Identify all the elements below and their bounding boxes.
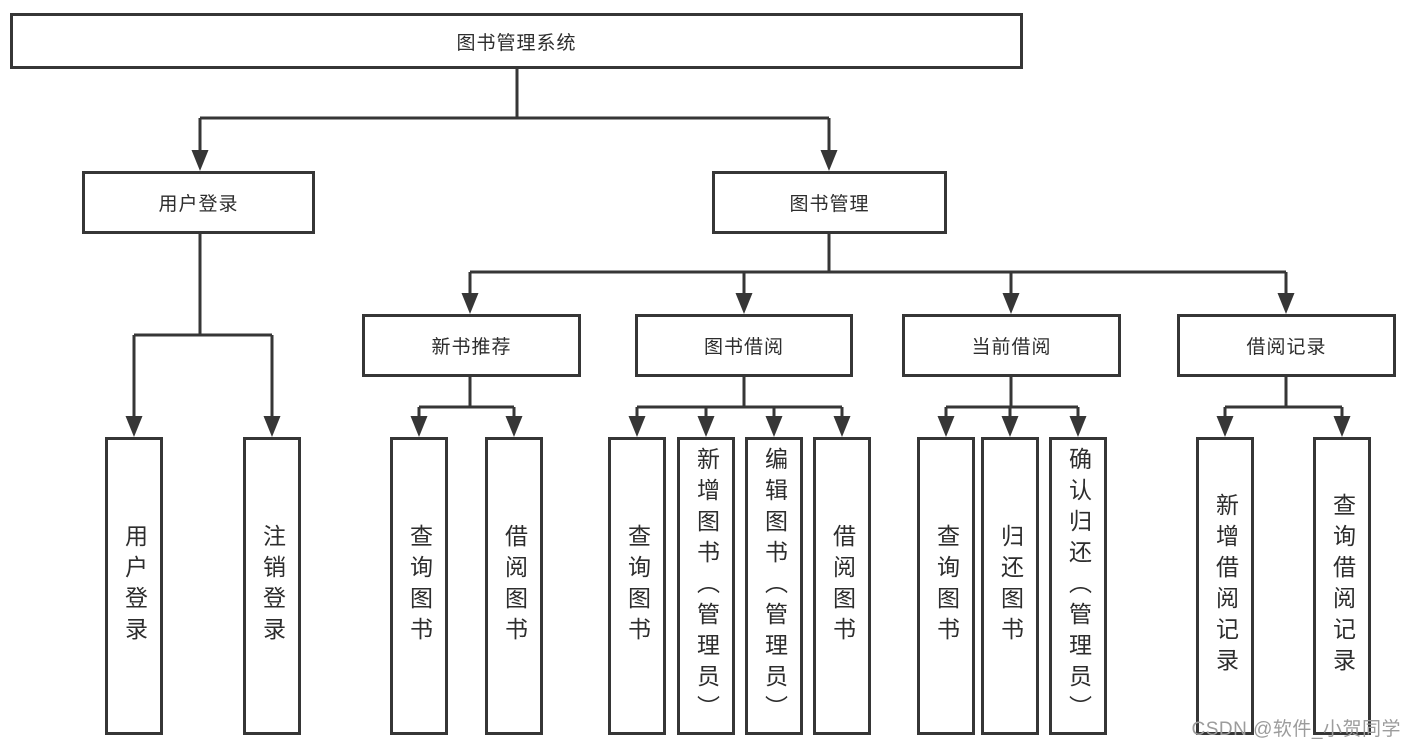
leaf-borrow-books-recommend: 借阅图书	[485, 437, 543, 735]
leaf-add-borrowing-record: 新增借阅记录	[1196, 437, 1254, 735]
node-book-management: 图书管理	[712, 171, 947, 234]
leaf-return-books: 归还图书	[981, 437, 1039, 735]
leaf-logout: 注销登录	[243, 437, 301, 735]
node-library-management-system: 图书管理系统	[10, 13, 1023, 69]
leaf-query-borrowing-record: 查询借阅记录	[1313, 437, 1371, 735]
leaf-query-books-current: 查询图书	[917, 437, 975, 735]
leaf-query-books-borrowing: 查询图书	[608, 437, 666, 735]
csdn-watermark: CSDN @软件_小贺同学	[1191, 719, 1401, 740]
leaf-borrow-books: 借阅图书	[813, 437, 871, 735]
leaf-query-books-recommend: 查询图书	[390, 437, 448, 735]
leaf-confirm-return-admin: 确认归还（管理员）	[1049, 437, 1107, 735]
leaf-edit-book-admin: 编辑图书（管理员）	[745, 437, 803, 735]
leaf-add-book-admin: 新增图书（管理员）	[677, 437, 735, 735]
node-current-borrowing: 当前借阅	[902, 314, 1121, 377]
node-book-borrowing: 图书借阅	[635, 314, 853, 377]
leaf-user-login: 用户登录	[105, 437, 163, 735]
node-new-book-recommendation: 新书推荐	[362, 314, 581, 377]
node-user-login: 用户登录	[82, 171, 315, 234]
node-borrowing-records: 借阅记录	[1177, 314, 1396, 377]
